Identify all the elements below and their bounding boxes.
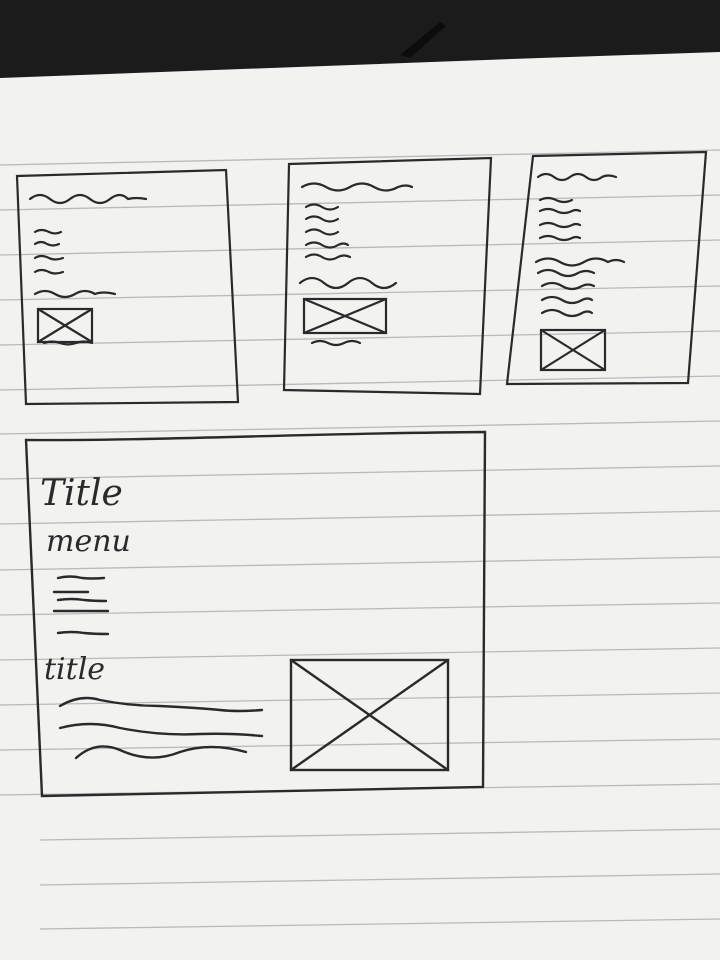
image-placeholder-icon	[539, 328, 607, 372]
text-scribble	[42, 340, 94, 346]
main-title-label: Title	[40, 473, 123, 514]
text-scribble	[538, 207, 582, 215]
text-scribble	[58, 722, 264, 738]
mobile-wireframe-1	[15, 168, 240, 406]
section-title-label: title	[44, 652, 105, 687]
mobile-wireframe-3	[505, 150, 708, 386]
menu-label: menu	[46, 524, 131, 559]
text-scribble	[540, 308, 594, 318]
image-placeholder-icon	[36, 307, 94, 344]
menu-item-dash	[56, 597, 108, 603]
text-scribble	[304, 228, 340, 236]
ruled-lines	[0, 149, 720, 930]
text-scribble	[58, 696, 264, 713]
text-scribble	[33, 254, 65, 261]
desktop-wireframe: Title menu title	[24, 430, 487, 798]
text-scribble	[310, 339, 362, 347]
text-scribble	[304, 215, 340, 223]
text-scribble	[538, 234, 582, 242]
text-scribble	[534, 257, 626, 267]
heading-scribble	[536, 172, 618, 182]
image-placeholder-icon	[302, 297, 388, 335]
text-scribble	[298, 276, 398, 290]
text-scribble	[33, 228, 63, 235]
text-scribble	[74, 745, 248, 760]
text-scribble	[304, 241, 350, 249]
text-scribble	[536, 268, 596, 278]
text-scribble	[33, 268, 65, 275]
text-scribble	[304, 203, 340, 211]
text-scribble	[304, 253, 352, 261]
menu-item-dash	[56, 630, 110, 636]
paper-sheet	[0, 52, 720, 960]
text-scribble	[538, 221, 582, 229]
text-scribble	[540, 281, 596, 291]
heading-scribble	[300, 182, 414, 192]
text-scribble	[33, 289, 117, 299]
text-scribble	[540, 295, 594, 305]
mobile-wireframe-2	[282, 156, 493, 396]
image-placeholder-icon	[289, 658, 450, 772]
text-scribble	[538, 196, 574, 204]
heading-scribble	[28, 193, 148, 205]
menu-item-dash	[56, 575, 106, 580]
text-scribble	[33, 240, 61, 247]
